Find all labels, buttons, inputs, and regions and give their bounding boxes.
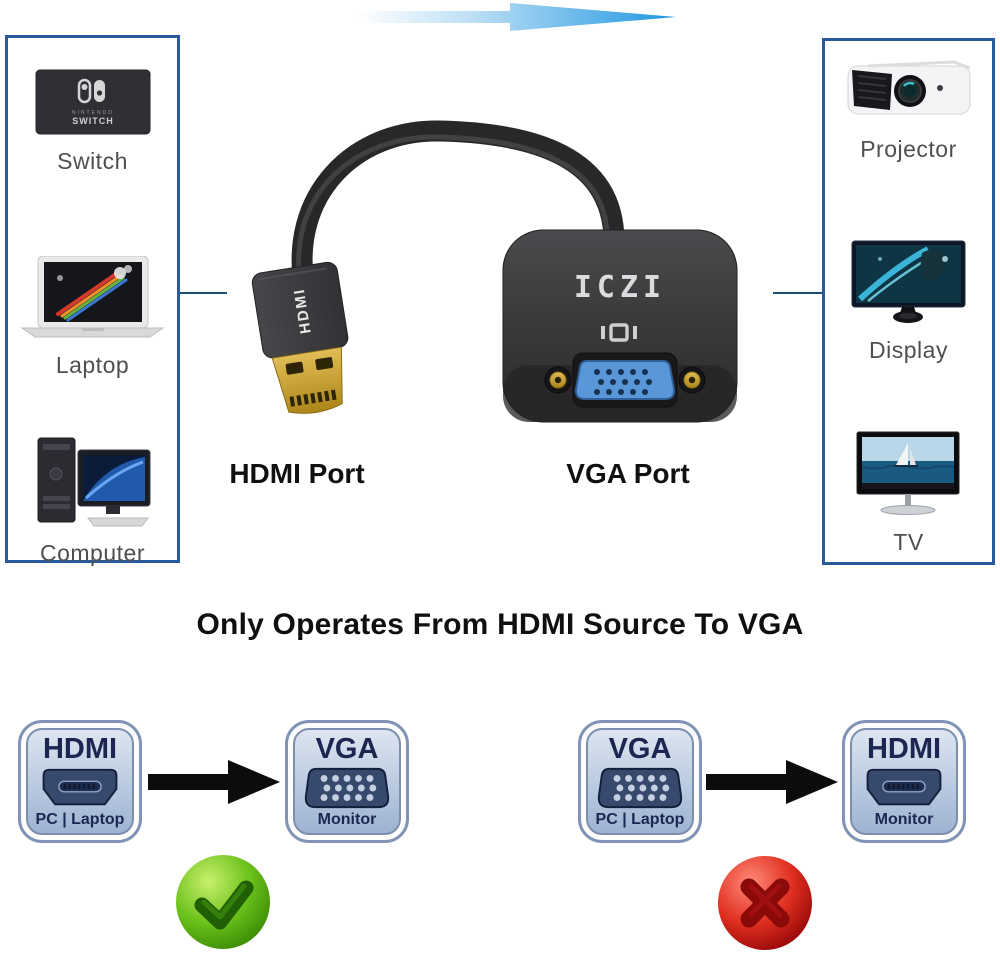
- badge-title: VGA: [608, 733, 672, 765]
- hdmi-plug: HDMI: [251, 261, 349, 414]
- hdmi-port-icon: [866, 768, 942, 806]
- hdmi-to-vga-adapter-photo: ICZI: [251, 120, 738, 423]
- flow-arrow-icon: [358, 3, 676, 31]
- headline: Only Operates From HDMI Source To VGA: [196, 608, 804, 641]
- check-icon: [176, 855, 270, 949]
- vga-port-icon: [597, 767, 683, 809]
- badge-title: VGA: [315, 733, 379, 765]
- monitor-display-icon: [851, 240, 965, 323]
- panel-item-tv: TV: [825, 431, 992, 556]
- badge-vga-target: VGA Monitor: [285, 720, 409, 843]
- svg-text:SWITCH: SWITCH: [72, 116, 114, 126]
- source-devices-panel: NINTENDO SWITCH Switch: [5, 35, 180, 566]
- svg-text:NINTENDO: NINTENDO: [71, 110, 113, 116]
- target-devices-panel: Projector Display: [822, 38, 995, 565]
- vga-port-caption: VGA Port: [566, 458, 690, 489]
- right-connector-line: [773, 292, 822, 294]
- device-label: Display: [869, 337, 948, 363]
- badge-hdmi-target: HDMI Monitor: [842, 720, 966, 843]
- device-label: Computer: [40, 540, 145, 566]
- adapter-body: ICZI: [502, 229, 738, 423]
- projector-icon: [847, 60, 971, 115]
- screw-nut-right: [678, 366, 706, 394]
- brand-logo: ICZI: [574, 270, 666, 305]
- black-arrow-icon: [148, 760, 280, 804]
- badge-subtitle: PC | Laptop: [595, 811, 685, 828]
- adapter-cable: [291, 120, 625, 301]
- badge-title: HDMI: [866, 733, 942, 765]
- device-label: TV: [893, 529, 924, 555]
- badge-title: HDMI: [42, 733, 118, 765]
- nintendo-switch-dock-icon: NINTENDO SWITCH: [35, 69, 150, 135]
- badge-subtitle: Monitor: [317, 811, 377, 828]
- panel-item-switch: NINTENDO SWITCH Switch: [8, 68, 177, 175]
- panel-item-computer: Computer: [8, 434, 177, 567]
- badge-subtitle: PC | Laptop: [35, 811, 125, 828]
- hdmi-port-icon: [42, 768, 118, 806]
- hdmi-port-caption: HDMI Port: [229, 458, 365, 489]
- vga-port: [544, 352, 706, 408]
- panel-item-display: Display: [825, 239, 992, 364]
- badge-hdmi-source: HDMI PC | Laptop: [18, 720, 142, 843]
- panel-item-laptop: Laptop: [8, 256, 177, 379]
- laptop-icon: [20, 256, 165, 338]
- device-label: Projector: [860, 136, 957, 162]
- panel-item-projector: Projector: [825, 54, 992, 163]
- vga-port-icon: [304, 767, 390, 809]
- badge-vga-source: VGA PC | Laptop: [578, 720, 702, 843]
- screw-nut-left: [544, 366, 572, 394]
- brand-mark-icon: [601, 323, 637, 342]
- cross-icon: [718, 856, 812, 950]
- black-arrow-icon: [706, 760, 838, 804]
- left-connector-line: [180, 292, 227, 294]
- badge-subtitle: Monitor: [874, 811, 934, 828]
- desktop-computer-icon: [37, 437, 150, 527]
- device-label: Switch: [57, 148, 128, 174]
- device-label: Laptop: [55, 352, 130, 378]
- tv-icon: [856, 431, 959, 515]
